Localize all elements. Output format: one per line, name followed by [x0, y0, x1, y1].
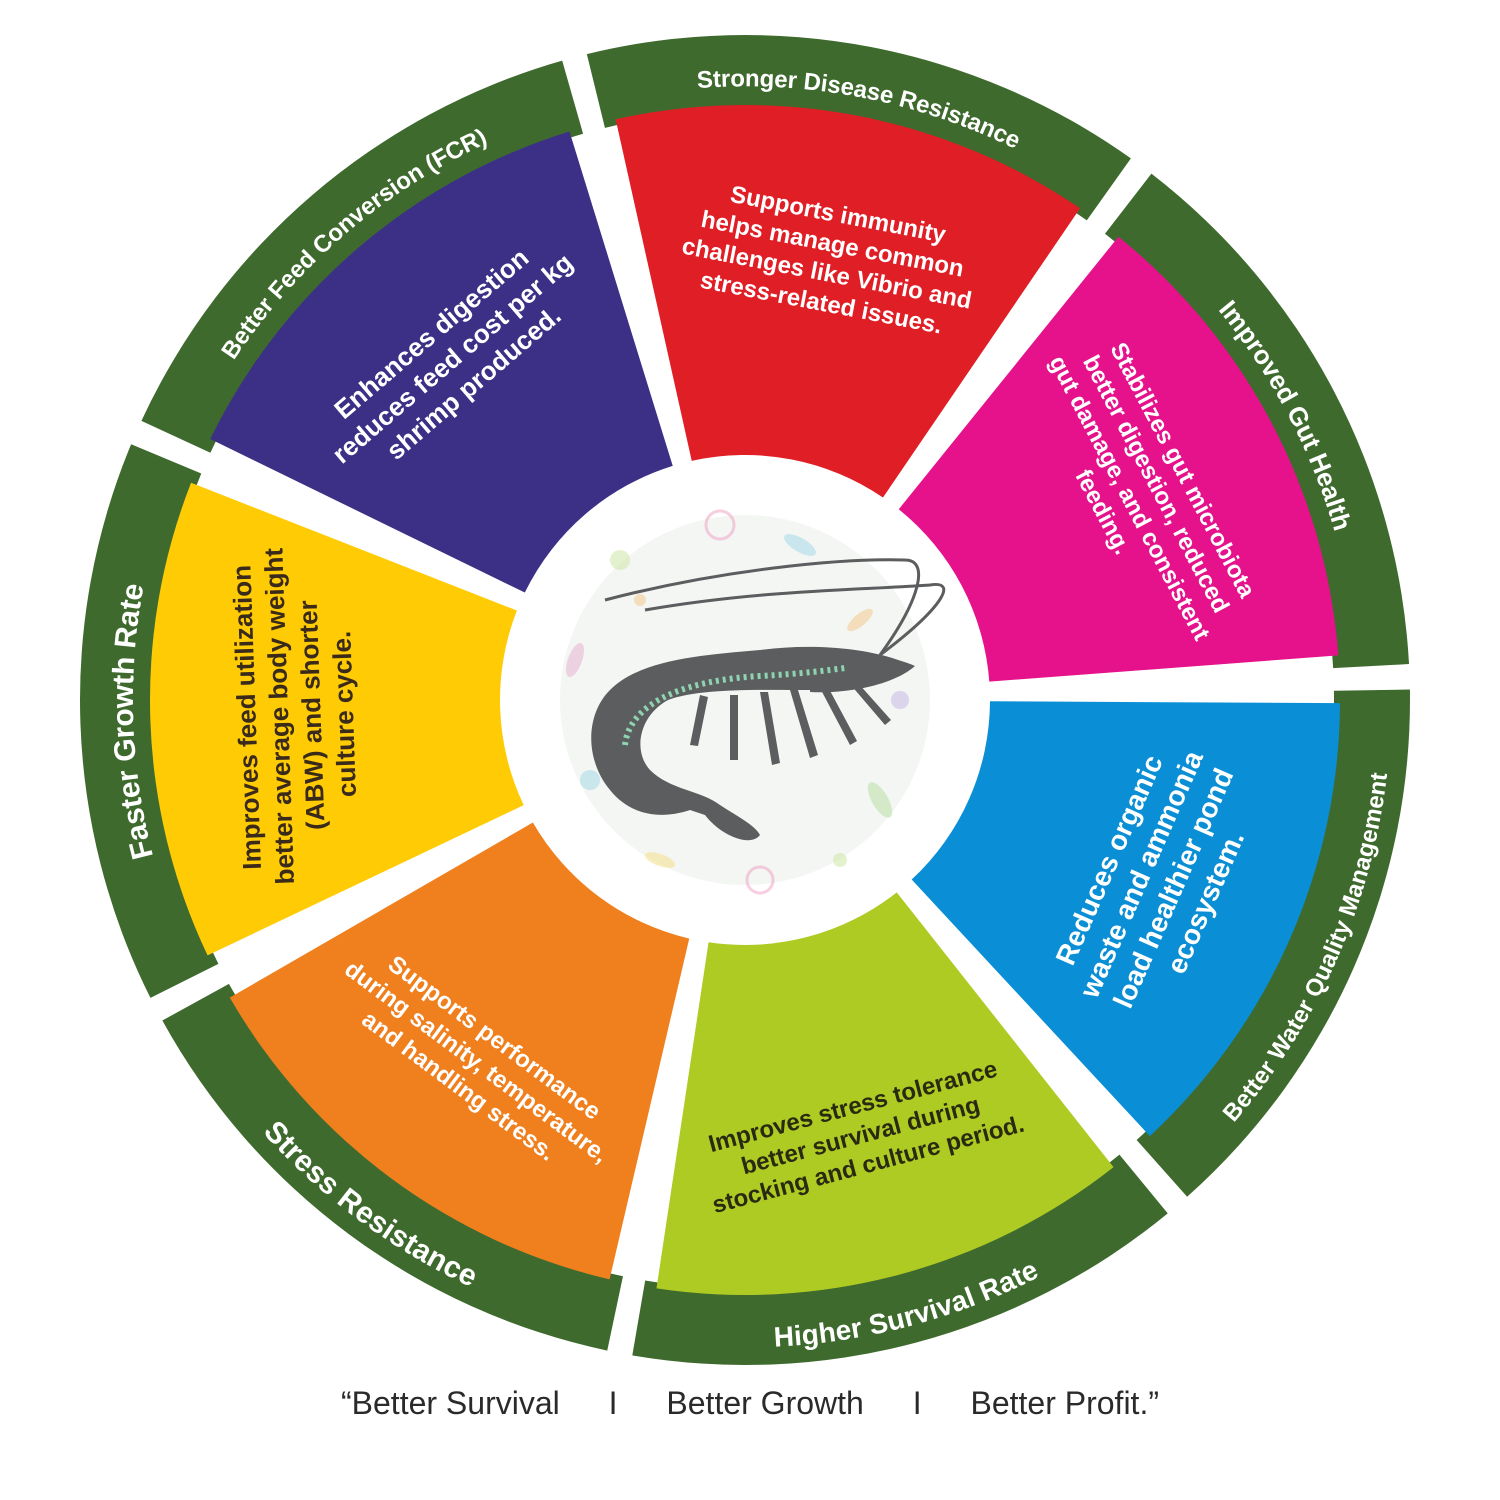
tagline-separator: I	[608, 1385, 618, 1421]
segment-band	[632, 1154, 1168, 1365]
segment-body	[615, 104, 1081, 498]
center-hub	[545, 500, 946, 900]
segment-better-feed-conversion: Better Feed Conversion (FCR)Enhances dig…	[141, 60, 673, 593]
segment-body	[229, 822, 690, 1280]
tagline-profit: Better Profit.”	[970, 1385, 1159, 1421]
segment-band	[162, 983, 623, 1351]
shrimp-icon	[591, 558, 946, 841]
segment-body	[149, 482, 524, 956]
segment-body	[210, 131, 673, 593]
tagline: “Better Survival I Better Growth I Bette…	[0, 1385, 1500, 1422]
segment-body	[656, 892, 1114, 1295]
tagline-separator: I	[912, 1385, 922, 1421]
tagline-survival: “Better Survival	[341, 1385, 560, 1421]
tagline-growth: Better Growth	[666, 1385, 864, 1421]
segment-body	[911, 701, 1340, 1137]
segment-band	[141, 60, 584, 453]
segment-body	[898, 236, 1339, 682]
description-line: culture cycle.	[326, 630, 362, 797]
segment-band	[79, 444, 219, 998]
segment-band	[586, 35, 1131, 221]
microbe-pattern	[565, 509, 909, 895]
